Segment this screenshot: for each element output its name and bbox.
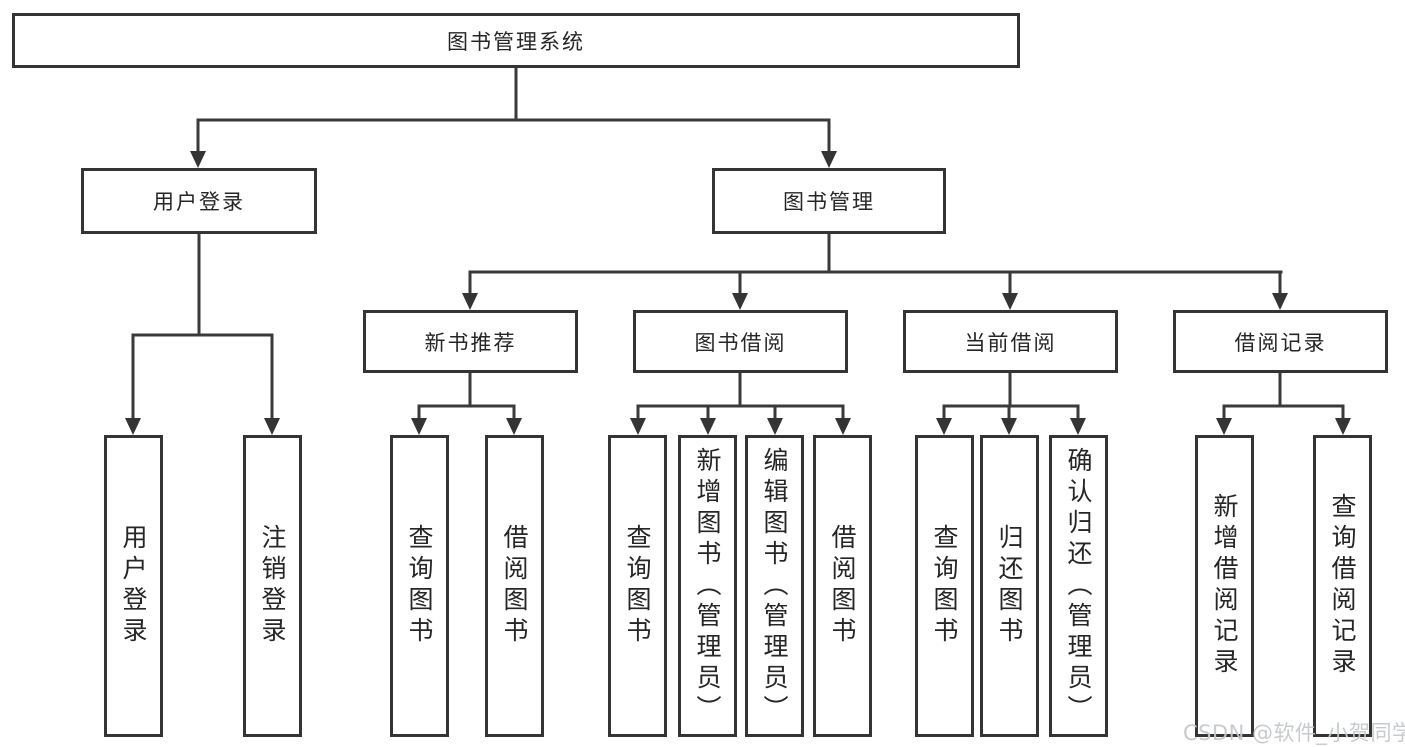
leaf-query-borrow-record: 查询借阅记录 xyxy=(1313,435,1372,737)
leaf-newbook-borrow-books-label: 借阅图书 xyxy=(500,524,529,648)
leaf-current-query-books-label: 查询图书 xyxy=(930,524,959,648)
node-user-login: 用户登录 xyxy=(81,168,317,234)
node-current-borrow-label: 当前借阅 xyxy=(964,330,1057,355)
leaf-current-query-books: 查询图书 xyxy=(915,435,974,737)
arrowheads xyxy=(125,151,1351,435)
leaf-confirm-return-admin-label: 确认归还（管理员） xyxy=(1064,446,1093,726)
node-root: 图书管理系统 xyxy=(12,13,1020,68)
node-new-book-recommend-label: 新书推荐 xyxy=(424,330,517,355)
node-user-login-label: 用户登录 xyxy=(153,190,245,214)
node-book-management: 图书管理 xyxy=(712,168,946,234)
node-current-borrow: 当前借阅 xyxy=(903,310,1118,373)
leaf-user-login-label: 用户登录 xyxy=(119,524,148,648)
node-root-label: 图书管理系统 xyxy=(447,29,585,54)
leaf-borrow-query-books-label: 查询图书 xyxy=(623,524,652,648)
leaf-return-books: 归还图书 xyxy=(980,435,1039,737)
leaf-borrow-query-books: 查询图书 xyxy=(608,435,667,737)
leaf-confirm-return-admin: 确认归还（管理员） xyxy=(1049,435,1108,737)
leaf-logout: 注销登录 xyxy=(243,435,302,737)
leaf-add-borrow-record-label: 新增借阅记录 xyxy=(1210,493,1239,679)
leaf-logout-label: 注销登录 xyxy=(258,524,287,648)
node-new-book-recommend: 新书推荐 xyxy=(363,310,578,373)
leaf-add-borrow-record: 新增借阅记录 xyxy=(1195,435,1254,737)
leaf-query-borrow-record-label: 查询借阅记录 xyxy=(1328,493,1357,679)
node-book-management-label: 图书管理 xyxy=(783,190,875,214)
leaf-user-login: 用户登录 xyxy=(104,435,163,737)
node-book-borrow: 图书借阅 xyxy=(633,310,848,373)
leaf-newbook-borrow-books: 借阅图书 xyxy=(485,435,544,737)
node-borrow-records-label: 借阅记录 xyxy=(1234,330,1327,355)
leaf-return-books-label: 归还图书 xyxy=(995,524,1024,648)
node-borrow-records: 借阅记录 xyxy=(1173,310,1388,373)
leaf-borrow-books: 借阅图书 xyxy=(813,435,872,737)
leaf-newbook-query-books: 查询图书 xyxy=(390,435,449,737)
leaf-edit-books-admin: 编辑图书（管理员） xyxy=(745,435,804,737)
leaf-add-books-admin: 新增图书（管理员） xyxy=(678,435,737,737)
leaf-newbook-query-books-label: 查询图书 xyxy=(405,524,434,648)
leaf-add-books-admin-label: 新增图书（管理员） xyxy=(693,446,722,726)
leaf-edit-books-admin-label: 编辑图书（管理员） xyxy=(760,446,789,726)
csdn-watermark: CSDN @软件_小贺同学 xyxy=(1183,721,1405,745)
leaf-borrow-books-label: 借阅图书 xyxy=(828,524,857,648)
node-book-borrow-label: 图书借阅 xyxy=(694,330,787,355)
connectors xyxy=(131,66,1345,421)
